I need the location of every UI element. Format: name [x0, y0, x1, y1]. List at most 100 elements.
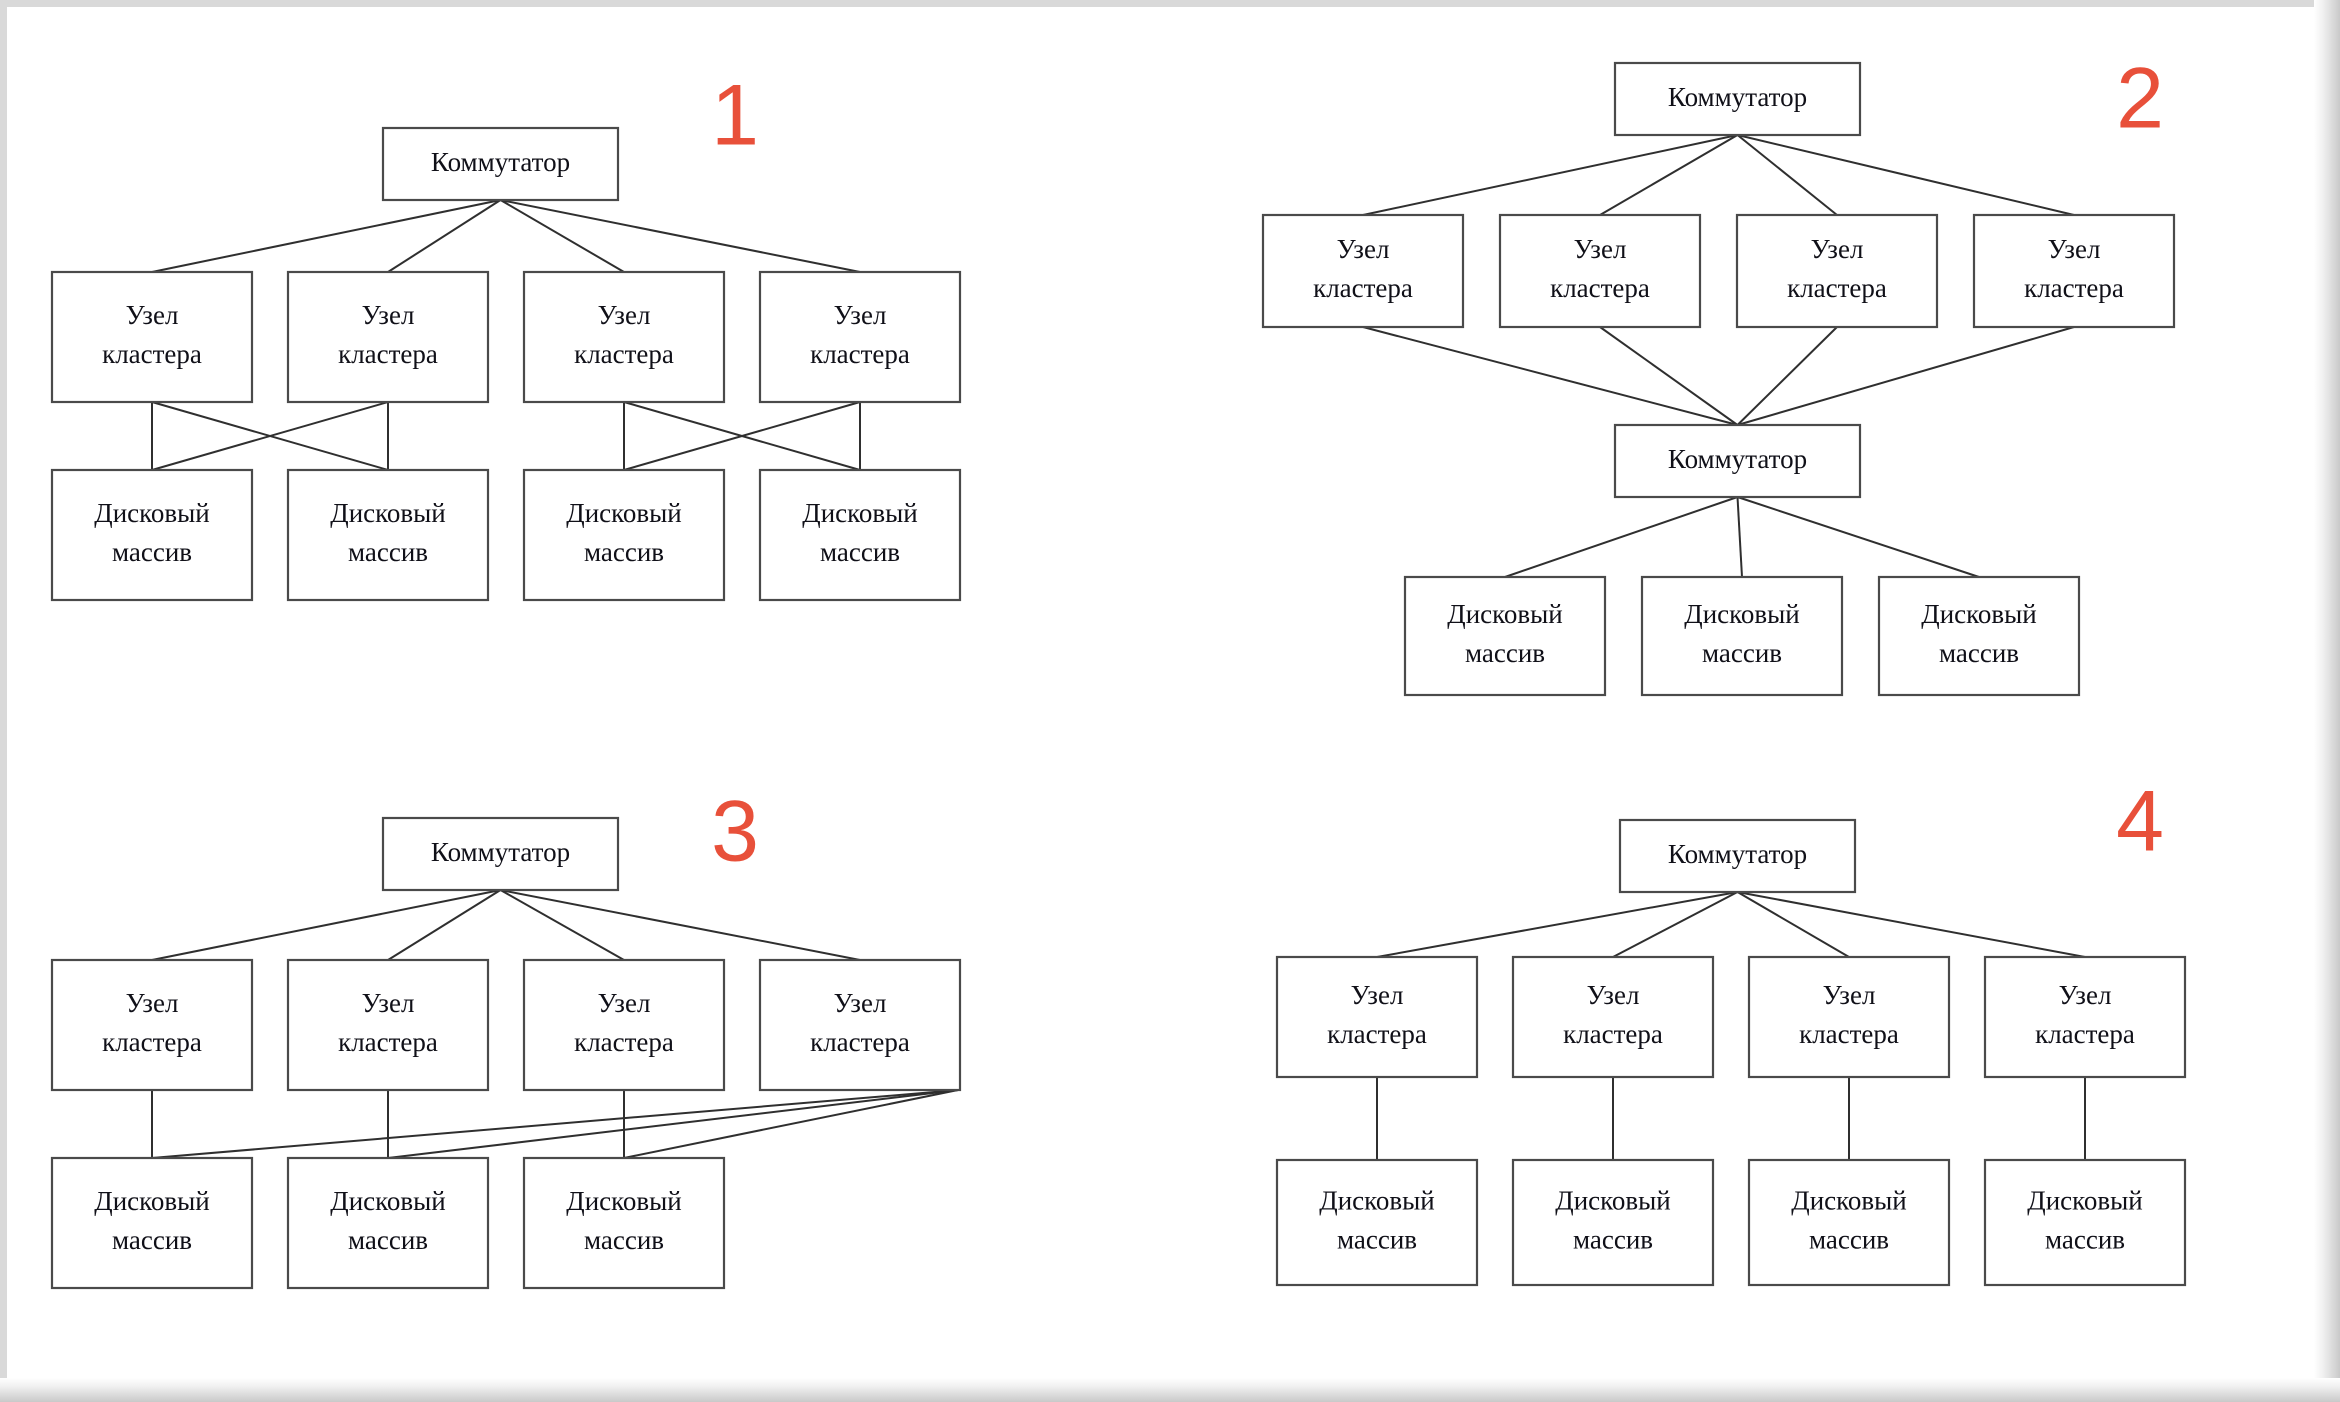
cluster-node-box-1-label-line1: Узел [126, 300, 179, 330]
disk-array-box-4-label-line2: массив [820, 537, 900, 567]
disk-array-box-2-label-line2: массив [348, 537, 428, 567]
disk-array-box-1[interactable]: Дисковый массив [50, 468, 254, 602]
disk-array-box-3-label-line2: массив [1809, 1225, 1889, 1255]
cluster-node-box-2-label-line2: кластера [338, 1027, 438, 1057]
cluster-node-box-2-label-line2: кластера [1550, 273, 1650, 303]
connection-n4-to-d2 [387, 1089, 959, 1159]
disk-array-box-2[interactable]: Дисковый массив [1640, 575, 1844, 697]
disk-array-box-3[interactable]: Дисковый массив [522, 1156, 726, 1290]
topology-diagram-1: КоммутаторУзелкластераУзелкластераУзелкл… [50, 68, 962, 602]
disk-array-box-3-label-line1: Дисковый [566, 1186, 681, 1216]
cluster-node-box-4-label-line1: Узел [834, 988, 887, 1018]
disk-array-box-3-label-line2: массив [584, 1225, 664, 1255]
cluster-node-box-1-label-line2: кластера [102, 1027, 202, 1057]
diagram-number-3: 3 [711, 784, 759, 880]
switch-box-1[interactable]: Коммутатор [1613, 61, 1862, 137]
disk-array-box-1-label-line1: Дисковый [94, 498, 209, 528]
diagram-number-1: 1 [711, 68, 759, 164]
disk-array-box-3-label-line1: Дисковый [566, 498, 681, 528]
switch-box-1[interactable]: Коммутатор [381, 126, 620, 202]
cluster-node-box-1[interactable]: Узел кластера [50, 270, 254, 404]
connection-n4-to-d1 [151, 1089, 959, 1159]
switch-box-2[interactable]: Коммутатор [1613, 423, 1862, 499]
connection-sw-bot-to-d1 [1504, 496, 1738, 578]
disk-array-box-4-label-line2: массив [2045, 1225, 2125, 1255]
cluster-node-box-1-label-line2: кластера [1313, 273, 1413, 303]
cluster-node-box-1-label-line2: кластера [1327, 1019, 1427, 1049]
topology-diagram-2: КоммутаторКоммутаторУзелкластераУзелклас… [1261, 51, 2176, 697]
disk-array-box-1-label-line2: массив [112, 537, 192, 567]
cluster-node-box-2[interactable]: Узел кластера [286, 270, 490, 404]
disk-array-box-2-label-line1: Дисковый [330, 1186, 445, 1216]
disk-array-box-1-label-line2: массив [1465, 638, 1545, 668]
switch-box-1[interactable]: Коммутатор [381, 816, 620, 892]
switch-box-1[interactable]: Коммутатор [1618, 818, 1857, 894]
connection-sw1-to-n2 [1612, 891, 1738, 958]
cluster-node-box-2[interactable]: Узел кластера [1498, 213, 1702, 329]
connection-sw1-to-n1 [151, 199, 501, 273]
disk-array-box-2-label-line2: массив [348, 1225, 428, 1255]
switch-box-1-label: Коммутатор [431, 837, 570, 867]
cluster-node-box-2-label-line1: Узел [362, 988, 415, 1018]
disk-array-box-3-label-line1: Дисковый [1921, 599, 2036, 629]
connection-sw1-to-n3 [499, 199, 625, 273]
disk-array-box-2-label-line1: Дисковый [1684, 599, 1799, 629]
connection-layer [1362, 134, 2075, 578]
connection-n4-to-d3 [623, 1089, 959, 1159]
disk-array-box-4-label-line1: Дисковый [802, 498, 917, 528]
cluster-node-box-1[interactable]: Узел кластера [50, 958, 254, 1092]
cluster-node-box-3-label-line1: Узел [598, 300, 651, 330]
disk-array-box-2-label-line2: массив [1702, 638, 1782, 668]
cluster-node-box-1-label-line1: Узел [1351, 980, 1404, 1010]
cluster-node-box-2-label-line2: кластера [338, 339, 438, 369]
connection-n4-to-d3 [623, 401, 861, 471]
disk-array-box-2-label-line2: массив [1573, 1225, 1653, 1255]
page-edge-right [2314, 0, 2340, 1402]
connection-n1-to-sw-bot [1362, 326, 1738, 426]
cluster-node-box-4-label-line1: Узел [2059, 980, 2112, 1010]
disk-array-box-2-label-line1: Дисковый [1555, 1186, 1670, 1216]
cluster-node-box-2-label-line1: Узел [362, 300, 415, 330]
cluster-node-box-1-label-line1: Узел [126, 988, 179, 1018]
cluster-node-box-2[interactable]: Узел кластера [286, 958, 490, 1092]
connection-n2-to-sw-bot [1599, 326, 1739, 426]
connection-sw1-to-n4 [500, 199, 861, 273]
cluster-node-box-1-label-line2: кластера [102, 339, 202, 369]
connection-sw1-to-n3 [500, 889, 625, 961]
disk-array-box-2[interactable]: Дисковый массив [286, 1156, 490, 1290]
connection-sw-top-to-n3 [1736, 134, 1838, 216]
cluster-node-box-2-label-line1: Узел [1574, 234, 1627, 264]
disk-array-box-2[interactable]: Дисковый массив [1511, 1158, 1715, 1287]
cluster-node-box-1[interactable]: Узел кластера [1275, 955, 1479, 1079]
switch-box-2-label: Коммутатор [1668, 444, 1807, 474]
connection-sw-bot-to-d3 [1737, 496, 1980, 578]
disk-array-box-4[interactable]: Дисковый массив [758, 468, 962, 602]
cluster-node-box-3-label-line2: кластера [574, 1027, 674, 1057]
switch-box-1-label: Коммутатор [1668, 839, 1807, 869]
cluster-node-box-2-label-line2: кластера [1563, 1019, 1663, 1049]
connection-sw1-to-n1 [1376, 891, 1738, 958]
disk-array-box-4[interactable]: Дисковый массив [1983, 1158, 2187, 1287]
disk-array-box-4-label-line1: Дисковый [2027, 1186, 2142, 1216]
node-layer: КоммутаторКоммутаторУзелкластераУзелклас… [1261, 61, 2176, 697]
